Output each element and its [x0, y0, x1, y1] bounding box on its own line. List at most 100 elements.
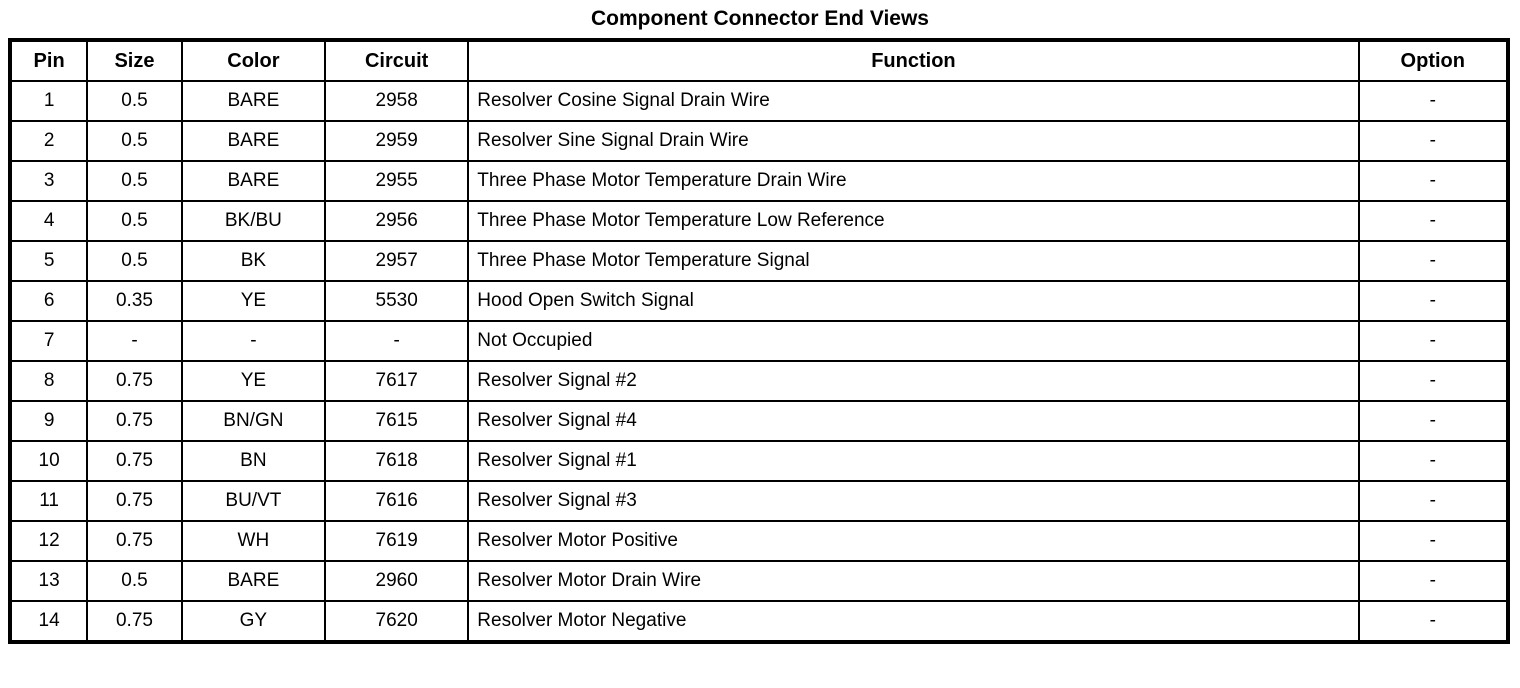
- cell-function: Resolver Cosine Signal Drain Wire: [467, 80, 1360, 122]
- cell-function: Hood Open Switch Signal: [467, 280, 1360, 322]
- cell-option: -: [1357, 80, 1510, 122]
- cell-circuit: 2959: [324, 120, 470, 162]
- cell-color: -: [180, 320, 327, 362]
- cell-size: 0.35: [86, 280, 183, 322]
- cell-option: -: [1357, 400, 1510, 442]
- cell-color: GY: [180, 600, 327, 643]
- cell-option: -: [1357, 480, 1510, 522]
- cell-option: -: [1357, 200, 1510, 242]
- cell-size: 0.75: [86, 440, 183, 482]
- cell-function: Resolver Motor Positive: [467, 520, 1360, 562]
- cell-function: Three Phase Motor Temperature Low Refere…: [467, 200, 1360, 242]
- cell-pin: 8: [8, 360, 89, 402]
- cell-size: 0.5: [86, 160, 183, 202]
- cell-circuit: -: [324, 320, 470, 362]
- cell-function: Resolver Signal #3: [467, 480, 1360, 522]
- cell-circuit: 2960: [324, 560, 470, 602]
- cell-size: 0.75: [86, 480, 183, 522]
- header-cell-function: Function: [467, 39, 1360, 82]
- cell-pin: 10: [8, 440, 89, 482]
- cell-circuit: 7619: [324, 520, 470, 562]
- cell-pin: 3: [8, 160, 89, 202]
- cell-pin: 13: [8, 560, 89, 602]
- cell-color: YE: [180, 280, 327, 322]
- cell-size: 0.75: [86, 400, 183, 442]
- cell-option: -: [1357, 600, 1510, 643]
- cell-color: BK: [180, 240, 327, 282]
- cell-circuit: 7616: [324, 480, 470, 522]
- cell-size: 0.75: [86, 600, 183, 643]
- cell-option: -: [1357, 440, 1510, 482]
- cell-pin: 1: [8, 80, 89, 122]
- cell-circuit: 5530: [324, 280, 470, 322]
- cell-function: Resolver Signal #1: [467, 440, 1360, 482]
- cell-pin: 11: [8, 480, 89, 522]
- cell-pin: 14: [8, 600, 89, 643]
- cell-circuit: 7615: [324, 400, 470, 442]
- cell-option: -: [1357, 240, 1510, 282]
- cell-color: BU/VT: [180, 480, 327, 522]
- cell-color: BARE: [180, 160, 327, 202]
- cell-pin: 12: [8, 520, 89, 562]
- cell-function: Resolver Motor Negative: [467, 600, 1360, 643]
- cell-function: Three Phase Motor Temperature Drain Wire: [467, 160, 1360, 202]
- header-cell-pin: Pin: [8, 39, 89, 82]
- cell-color: WH: [180, 520, 327, 562]
- cell-size: 0.5: [86, 240, 183, 282]
- cell-circuit: 7618: [324, 440, 470, 482]
- cell-color: BK/BU: [180, 200, 327, 242]
- cell-circuit: 2955: [324, 160, 470, 202]
- cell-size: -: [86, 320, 183, 362]
- cell-function: Resolver Sine Signal Drain Wire: [467, 120, 1360, 162]
- cell-pin: 5: [8, 240, 89, 282]
- cell-size: 0.5: [86, 120, 183, 162]
- cell-pin: 4: [8, 200, 89, 242]
- cell-function: Resolver Signal #4: [467, 400, 1360, 442]
- table-row: 7---Not Occupied-: [8, 320, 1510, 362]
- header-cell-color: Color: [180, 39, 327, 82]
- cell-size: 0.75: [86, 520, 183, 562]
- cell-color: YE: [180, 360, 327, 402]
- cell-circuit: 2957: [324, 240, 470, 282]
- cell-color: BN: [180, 440, 327, 482]
- cell-color: BN/GN: [180, 400, 327, 442]
- cell-size: 0.5: [86, 560, 183, 602]
- header-cell-circuit: Circuit: [324, 39, 470, 82]
- header-cell-option: Option: [1357, 39, 1510, 82]
- cell-function: Resolver Motor Drain Wire: [467, 560, 1360, 602]
- page-title: Component Connector End Views: [591, 7, 929, 30]
- cell-function: Resolver Signal #2: [467, 360, 1360, 402]
- cell-option: -: [1357, 560, 1510, 602]
- cell-pin: 9: [8, 400, 89, 442]
- cell-circuit: 7620: [324, 600, 470, 643]
- cell-pin: 2: [8, 120, 89, 162]
- cell-option: -: [1357, 120, 1510, 162]
- cell-size: 0.5: [86, 80, 183, 122]
- cell-pin: 6: [8, 280, 89, 322]
- cell-option: -: [1357, 160, 1510, 202]
- header-cell-size: Size: [86, 39, 183, 82]
- cell-option: -: [1357, 360, 1510, 402]
- cell-pin: 7: [8, 320, 89, 362]
- cell-function: Not Occupied: [467, 320, 1360, 362]
- cell-color: BARE: [180, 120, 327, 162]
- cell-circuit: 7617: [324, 360, 470, 402]
- cell-option: -: [1357, 520, 1510, 562]
- cell-circuit: 2958: [324, 80, 470, 122]
- cell-size: 0.5: [86, 200, 183, 242]
